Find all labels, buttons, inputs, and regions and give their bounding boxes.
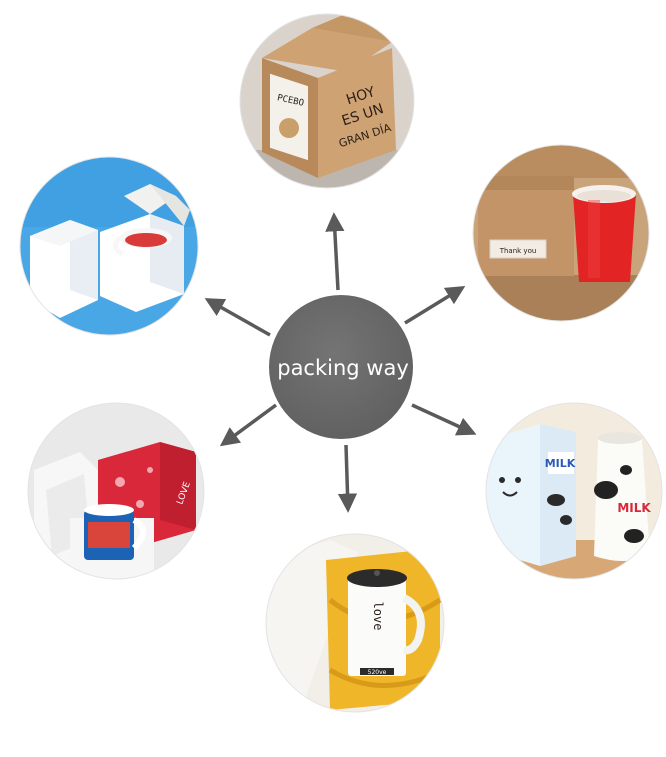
- arrow-left: [204, 298, 271, 337]
- arrow-top: [325, 212, 345, 291]
- hub: packing way: [269, 295, 413, 439]
- arrows: [204, 212, 477, 513]
- mug-print-bottom-text: 520ve: [368, 669, 387, 676]
- arrow-top-right: [404, 285, 466, 325]
- arrow-right: [411, 403, 477, 436]
- box-print-text: MILK: [545, 457, 576, 470]
- option-gift-box-satin: love 520ve: [265, 533, 445, 713]
- option-foam-insert-red-box: LOVE: [27, 402, 205, 580]
- box-label-text: Thank you: [499, 247, 537, 255]
- option-kraft-box-label-red-mug: Thank you: [472, 144, 650, 322]
- option-milk-print-box: MILK MILK: [485, 402, 663, 580]
- hub-label: packing way: [277, 356, 409, 380]
- option-kraft-printed-box: PCEBO HOY ES UN GRAN DÍA: [239, 13, 415, 189]
- mug-print-text: love: [371, 602, 385, 631]
- option-white-box: [19, 156, 199, 336]
- mug-print-text: MILK: [617, 501, 651, 515]
- arrow-bottom: [337, 444, 358, 513]
- arrow-bottom-left: [219, 403, 278, 447]
- hub-circle: [269, 295, 413, 439]
